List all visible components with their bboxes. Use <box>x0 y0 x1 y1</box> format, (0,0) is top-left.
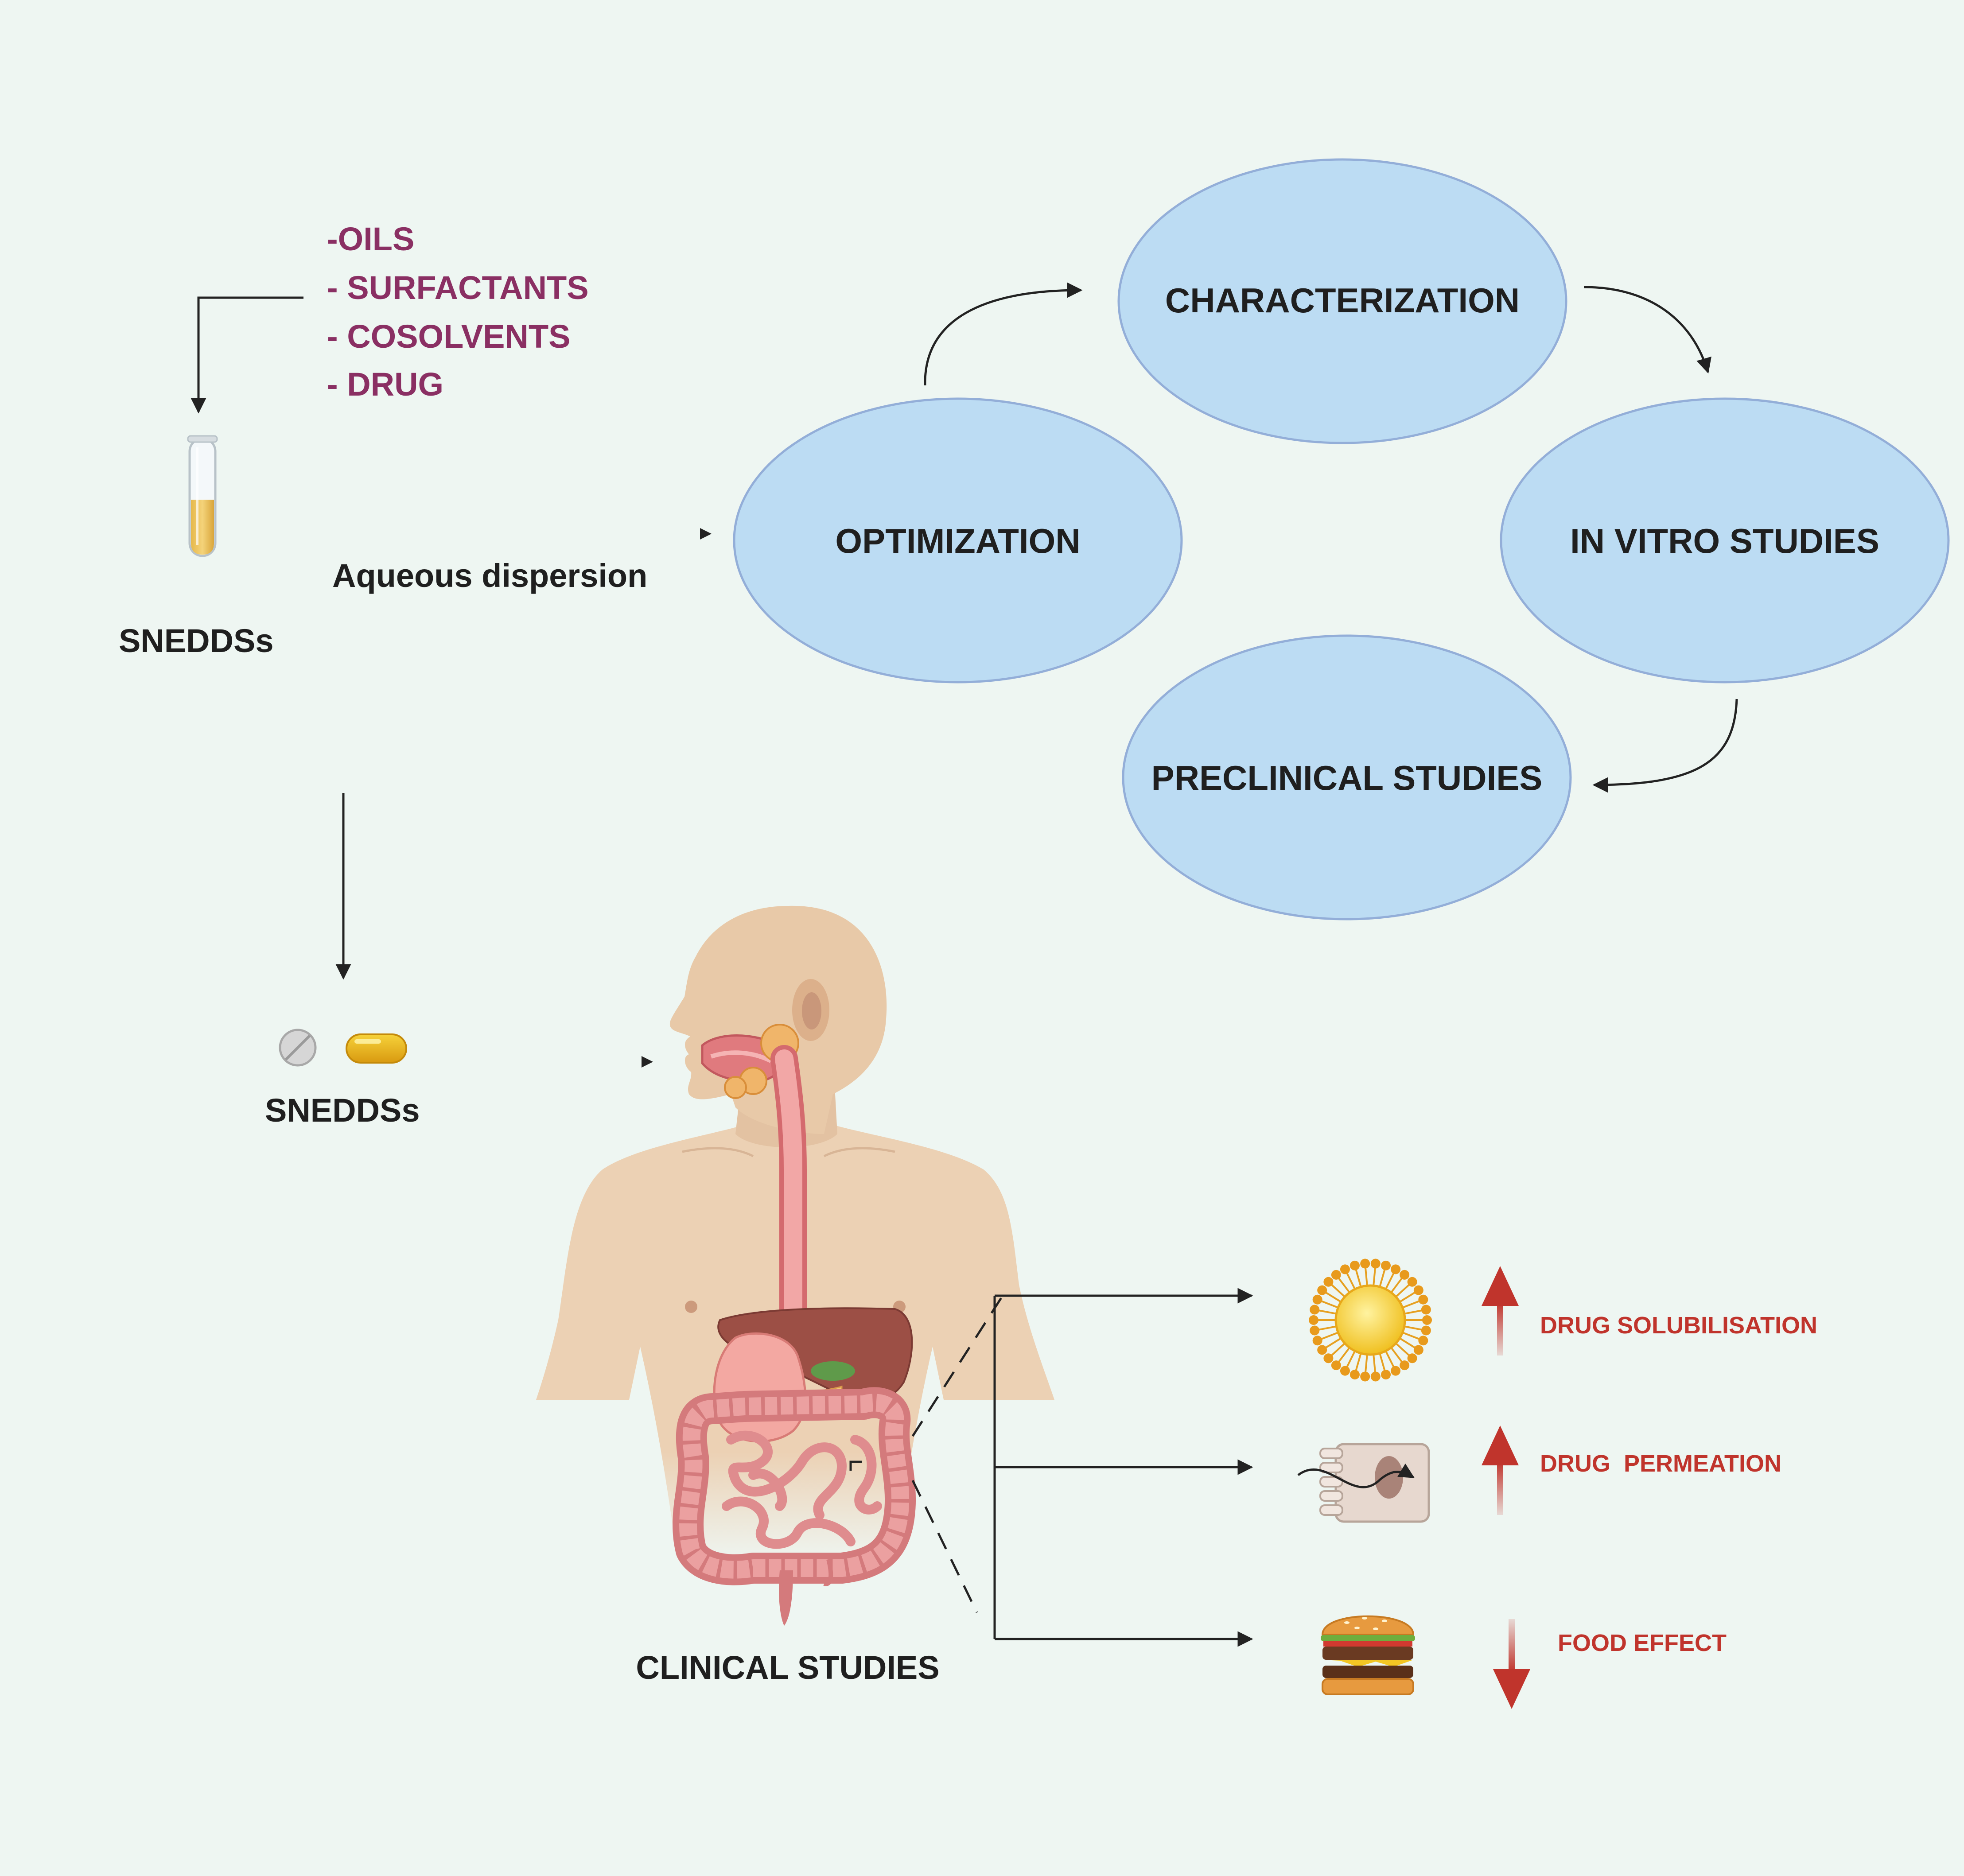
stage-optimization-label: OPTIMIZATION <box>835 521 1080 560</box>
stage-optimization: OPTIMIZATION <box>733 397 1183 684</box>
micelle-head <box>1310 1325 1320 1336</box>
micelle-head <box>1407 1353 1417 1363</box>
micelle-head <box>1370 1371 1381 1382</box>
micelle-head <box>1350 1370 1360 1380</box>
invitro-to-preclinical-arrow <box>1592 699 1738 793</box>
stage-in-vitro-label: IN VITRO STUDIES <box>1570 521 1879 560</box>
burger-icon <box>1321 1615 1415 1695</box>
micelle-head <box>1331 1270 1341 1280</box>
aqueous-arrow-head <box>700 528 712 540</box>
zoom-marker <box>849 1460 862 1471</box>
ingredients-list: -OILS - SURFACTANTS - COSOLVENTS - DRUG <box>327 221 589 403</box>
micelle-head <box>1370 1258 1381 1269</box>
micelle-head <box>1400 1270 1410 1280</box>
micelle-head <box>1310 1305 1320 1315</box>
effects-branch-lines <box>993 1288 1253 1647</box>
aqueous-dispersion-label: Aqueous dispersion <box>332 557 647 594</box>
micelle-head <box>1323 1353 1334 1363</box>
ingredients-to-tube-arrow <box>191 296 303 414</box>
micelle-head <box>1413 1285 1423 1295</box>
micelle-head <box>1323 1277 1334 1287</box>
solubilisation-up-arrow <box>1482 1266 1519 1356</box>
permeation-up-arrow <box>1482 1425 1519 1515</box>
micelle-head <box>1391 1366 1401 1376</box>
micelle-head <box>1381 1370 1391 1380</box>
micelle-head <box>1340 1264 1350 1274</box>
clinical-studies-label: CLINICAL STUDIES <box>636 1649 939 1686</box>
test-tube-icon <box>187 435 218 557</box>
formulation-sneddss-label: SNEDDSs <box>119 622 274 659</box>
tablet-icon <box>279 1029 317 1067</box>
micelle-head <box>1309 1315 1318 1325</box>
effect-permeation-label: DRUG PERMEATION <box>1540 1450 1781 1477</box>
micelle-head <box>1421 1305 1431 1315</box>
micelle-head <box>1418 1336 1428 1346</box>
micelle-head <box>1381 1260 1391 1270</box>
human-body-illustration <box>536 905 1054 1626</box>
micelle-head <box>1422 1315 1432 1325</box>
capsule-icon <box>346 1033 407 1064</box>
ingredient-surfactants: - SURFACTANTS <box>327 269 589 306</box>
characterization-to-invitro-arrow <box>1583 286 1711 374</box>
stage-in-vitro: IN VITRO STUDIES <box>1500 397 1950 684</box>
micelle-head <box>1418 1294 1428 1305</box>
enterocyte-icon <box>1297 1443 1430 1523</box>
stage-characterization: CHARACTERIZATION <box>1117 158 1567 444</box>
micelle-head <box>1407 1277 1417 1287</box>
stage-preclinical: PRECLINICAL STUDIES <box>1122 634 1572 921</box>
stage-characterization-label: CHARACTERIZATION <box>1165 281 1520 320</box>
ingredient-cosolvents: - COSOLVENTS <box>327 318 571 355</box>
micelle-head <box>1421 1325 1431 1336</box>
micelle-head <box>1331 1360 1341 1371</box>
micelle-head <box>1350 1260 1360 1270</box>
micelle-head <box>1312 1336 1322 1346</box>
ingredient-drug: - DRUG <box>327 366 443 403</box>
micelle-head <box>1312 1294 1322 1305</box>
ingredient-oils: -OILS <box>327 221 414 257</box>
micelle-icon <box>1309 1258 1432 1382</box>
micelle-head <box>1317 1345 1327 1355</box>
dosage-to-body-arrowhead <box>642 1056 653 1068</box>
optimization-to-characterization-arrow <box>924 282 1083 386</box>
micelle-head <box>1400 1360 1410 1371</box>
micelle-head <box>1391 1264 1401 1274</box>
micelle-head <box>1360 1371 1370 1382</box>
micelle-head <box>1360 1258 1370 1269</box>
micelle-head <box>1317 1285 1327 1295</box>
effect-solubilisation-label: DRUG SOLUBILISATION <box>1540 1312 1817 1339</box>
food-effect-down-arrow <box>1493 1619 1530 1709</box>
dosage-sneddss-label: SNEDDSs <box>265 1092 420 1129</box>
micelle-head <box>1413 1345 1423 1355</box>
effect-food-label: FOOD EFFECT <box>1558 1630 1727 1656</box>
zoom-line-bottom <box>911 1480 978 1613</box>
micelle-head <box>1340 1366 1350 1376</box>
stage-preclinical-label: PRECLINICAL STUDIES <box>1151 758 1543 797</box>
